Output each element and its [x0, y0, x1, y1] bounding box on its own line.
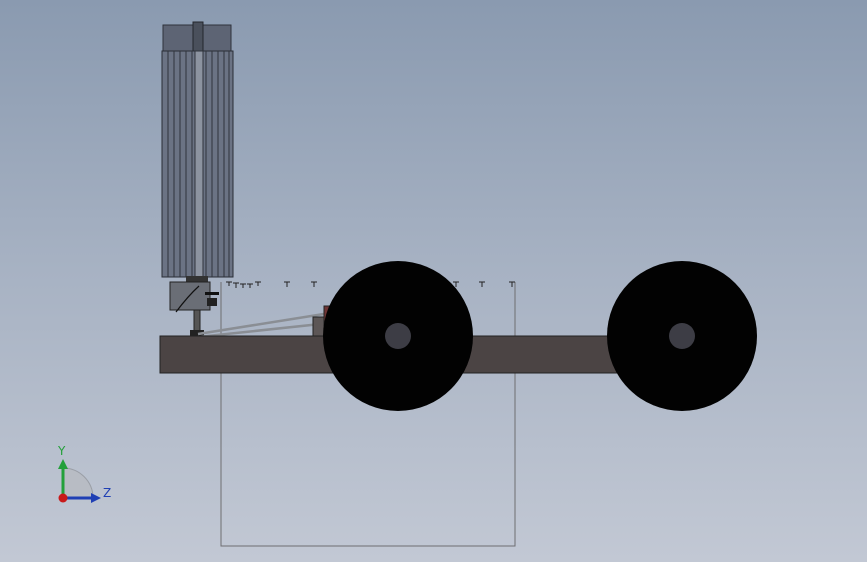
tower-assembly[interactable]: [161, 21, 234, 336]
sketch-frame: [220, 282, 516, 547]
tower-base-plate: [186, 276, 208, 282]
marker: [240, 283, 246, 288]
linkage-rod-lower: [197, 321, 331, 339]
gearbox-knob: [207, 298, 217, 306]
marker: [226, 281, 232, 286]
triad-origin: [58, 493, 68, 503]
marker: [284, 281, 290, 287]
z-axis-arrowhead: [91, 493, 101, 503]
marker: [479, 281, 485, 287]
triad-plane-indicator: [62, 467, 94, 499]
front-wheel-hub: [385, 323, 411, 349]
tower-cap-clamp: [192, 21, 204, 53]
z-axis-label: Z: [103, 486, 111, 500]
front-wheel[interactable]: [323, 261, 473, 411]
marker: [247, 283, 253, 288]
sketch-outline: [220, 282, 516, 547]
rear-wheel-hub: [669, 323, 695, 349]
y-axis-arrowhead: [58, 459, 68, 469]
marker: [453, 281, 459, 287]
rear-wheel[interactable]: [607, 261, 757, 411]
orientation-triad[interactable]: Y Z: [57, 444, 111, 503]
marker-row: [226, 281, 515, 288]
tower-center-rail: [194, 50, 204, 278]
marker: [255, 281, 261, 286]
gearbox-arc: [175, 285, 200, 313]
gearbox: [169, 281, 211, 311]
linkage-rod-upper: [197, 311, 331, 336]
linkage: [197, 311, 331, 339]
tower-shaft: [193, 309, 201, 333]
marker: [311, 281, 317, 287]
y-axis-label: Y: [57, 444, 66, 458]
gearbox-pin: [205, 292, 219, 295]
marker: [233, 282, 239, 288]
shaft-mount: [190, 330, 204, 336]
marker: [509, 281, 515, 287]
